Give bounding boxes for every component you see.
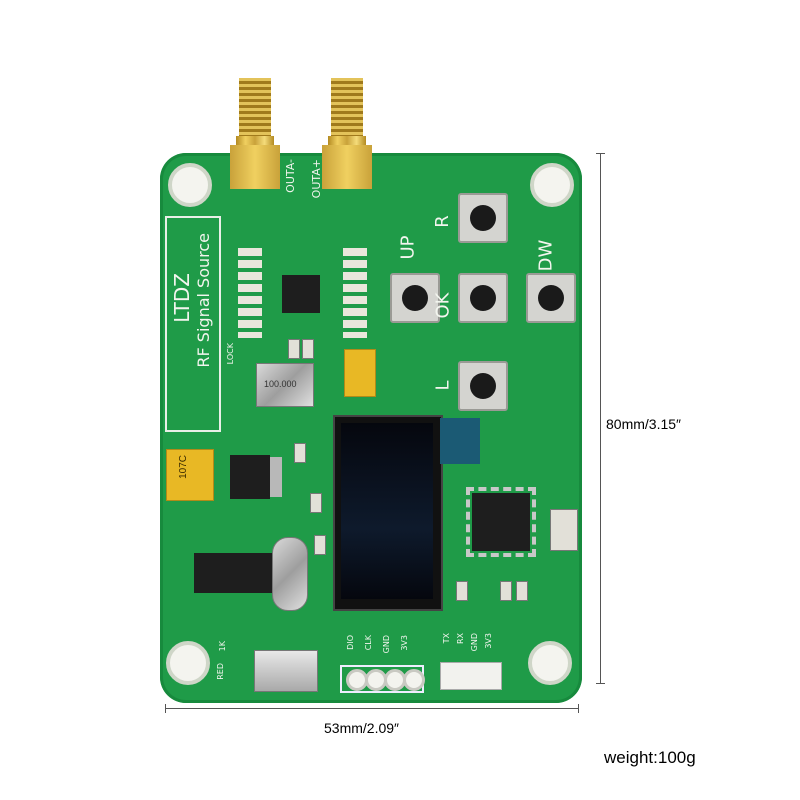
height-dimension-tick-top	[596, 153, 605, 154]
width-dimension-tick-right	[578, 704, 579, 713]
output-label-minus: OUTA-	[284, 159, 297, 193]
sma-connector-right-thread	[331, 78, 363, 138]
label-r: R	[431, 215, 453, 228]
width-dimension-line	[165, 708, 579, 709]
passive-5	[314, 535, 326, 555]
mount-hole-top-right	[530, 163, 574, 207]
header-label-gnd: GND	[382, 635, 391, 654]
cap-label: 107C	[178, 455, 189, 479]
width-dimension-label: 53mm/2.09″	[324, 720, 399, 736]
crystal-32k	[550, 509, 578, 551]
label-l: L	[432, 380, 454, 391]
title-box	[165, 216, 221, 432]
res-1k-label: 1K	[218, 641, 227, 652]
crystal-label: 100.000	[264, 379, 297, 389]
serial-label-tx: TX	[442, 633, 451, 644]
button-ok[interactable]	[458, 273, 508, 323]
board-title: LTDZ	[170, 273, 194, 323]
crystal-8mhz	[272, 537, 308, 611]
oled-screen	[341, 423, 433, 599]
button-dw[interactable]	[526, 273, 576, 323]
serial-label-3v3: 3V3	[484, 633, 493, 649]
height-dimension-line	[600, 153, 601, 683]
button-l[interactable]	[458, 361, 508, 411]
width-dimension-tick-left	[165, 704, 166, 713]
header-label-dio: DIO	[346, 635, 355, 650]
serial-label-gnd: GND	[470, 633, 479, 652]
passive-4	[310, 493, 322, 513]
passive-2	[302, 339, 314, 359]
weight-label: weight:100g	[604, 748, 696, 767]
resistor-array-left	[238, 248, 262, 338]
sma-pad-left	[230, 145, 280, 189]
mount-hole-top-left	[168, 163, 212, 207]
board-subtitle: RF Signal Source	[194, 233, 213, 368]
button-l-cap	[470, 373, 496, 399]
oled-display	[333, 415, 443, 611]
button-r[interactable]	[458, 193, 508, 243]
pll-chip	[282, 275, 320, 313]
height-dimension-tick-bottom	[596, 683, 605, 684]
oled-flex-cable	[440, 418, 480, 464]
button-up-cap	[402, 285, 428, 311]
crystal-oscillator	[256, 363, 314, 407]
mount-hole-bottom-left	[166, 641, 210, 685]
sma-pad-right	[322, 145, 372, 189]
button-up[interactable]	[390, 273, 440, 323]
flash-chip	[194, 553, 272, 593]
label-up: UP	[397, 235, 419, 260]
resistor-array-right	[343, 248, 367, 338]
passive-3	[294, 443, 306, 463]
passive-6	[456, 581, 468, 601]
lock-label: LOCK	[226, 343, 235, 365]
pcb-board: OUTA- OUTA+ LTDZ RF Signal Source LOCK 1…	[160, 145, 582, 703]
voltage-regulator	[230, 455, 270, 499]
header-label-3v3: 3V3	[400, 635, 409, 651]
tantalum-capacitor-top	[344, 349, 376, 397]
button-r-cap	[470, 205, 496, 231]
tantalum-capacitor-left	[166, 449, 214, 501]
serial-label-rx: RX	[456, 633, 465, 645]
red-label: RED	[216, 663, 225, 680]
label-ok: OK	[432, 292, 454, 319]
serial-connector[interactable]	[440, 662, 502, 690]
sma-connector-left-thread	[239, 78, 271, 138]
mount-hole-bottom-right	[528, 641, 572, 685]
passive-8	[516, 581, 528, 601]
header-pin-4	[403, 669, 425, 691]
regulator-tab	[270, 457, 282, 497]
output-label-plus: OUTA+	[310, 159, 323, 199]
button-dw-cap	[538, 285, 564, 311]
height-dimension-label: 80mm/3.15″	[606, 416, 681, 432]
passive-1	[288, 339, 300, 359]
button-ok-cap	[470, 285, 496, 311]
header-label-clk: CLK	[364, 635, 373, 651]
mcu-chip	[466, 487, 536, 557]
label-dw: DW	[535, 239, 557, 272]
passive-7	[500, 581, 512, 601]
micro-usb-port[interactable]	[254, 650, 318, 692]
